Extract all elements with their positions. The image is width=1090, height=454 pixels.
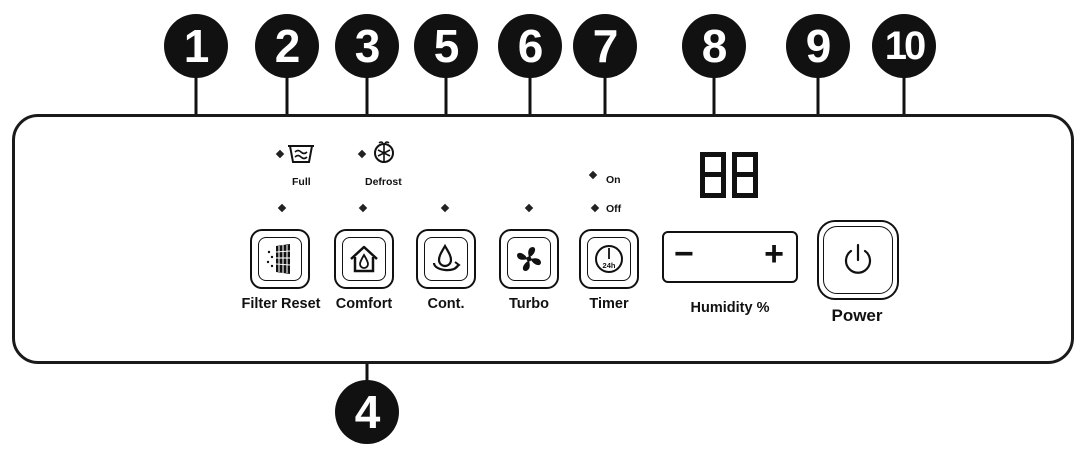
- water-tank-icon: [288, 145, 314, 163]
- humidity-display: [700, 152, 758, 198]
- timer-off-label: Off: [606, 203, 622, 215]
- callout-9: 9: [786, 14, 850, 78]
- humidity-plus-button[interactable]: +: [764, 235, 784, 273]
- callout-7: 7: [573, 14, 637, 78]
- defrost-icon: [374, 141, 394, 163]
- continuous-button[interactable]: [416, 229, 476, 289]
- humidity-label: Humidity %: [690, 300, 770, 316]
- callout-1: 1: [164, 14, 228, 78]
- comfort-label: Comfort: [335, 296, 393, 312]
- callout-2: 2: [255, 14, 319, 78]
- humidity-adjust-button[interactable]: − +: [662, 231, 798, 283]
- power-button[interactable]: [817, 220, 899, 300]
- callout-6: 6: [498, 14, 562, 78]
- comfort-button[interactable]: [334, 229, 394, 289]
- filter-reset-label: Filter Reset: [241, 296, 321, 312]
- timer-label: Timer: [589, 296, 629, 312]
- home-drop-icon: [350, 245, 378, 273]
- callout-3: 3: [335, 14, 399, 78]
- filter-reset-button[interactable]: [250, 229, 310, 289]
- callout-5: 5: [414, 14, 478, 78]
- filter-icon: [266, 244, 291, 274]
- timer-button[interactable]: 24h: [579, 229, 639, 289]
- turbo-button[interactable]: [499, 229, 559, 289]
- callout-10: 10: [872, 14, 936, 78]
- cont-label: Cont.: [427, 296, 465, 312]
- callout-8: 8: [682, 14, 746, 78]
- timer-clock-icon: 24h: [595, 245, 623, 273]
- timer-24h-text: 24h: [603, 261, 616, 270]
- turbo-label: Turbo: [509, 296, 549, 312]
- power-label: Power: [831, 306, 883, 325]
- timer-on-label: On: [606, 174, 621, 186]
- fan-icon: [517, 247, 541, 271]
- display-digit-left: [700, 152, 726, 198]
- callout-4: 4: [335, 380, 399, 444]
- defrost-label: Defrost: [365, 176, 402, 188]
- full-label: Full: [292, 176, 311, 188]
- continuous-drain-icon: [432, 243, 461, 272]
- humidity-minus-button[interactable]: −: [674, 235, 694, 273]
- power-icon: [844, 243, 872, 274]
- display-digit-right: [732, 152, 758, 198]
